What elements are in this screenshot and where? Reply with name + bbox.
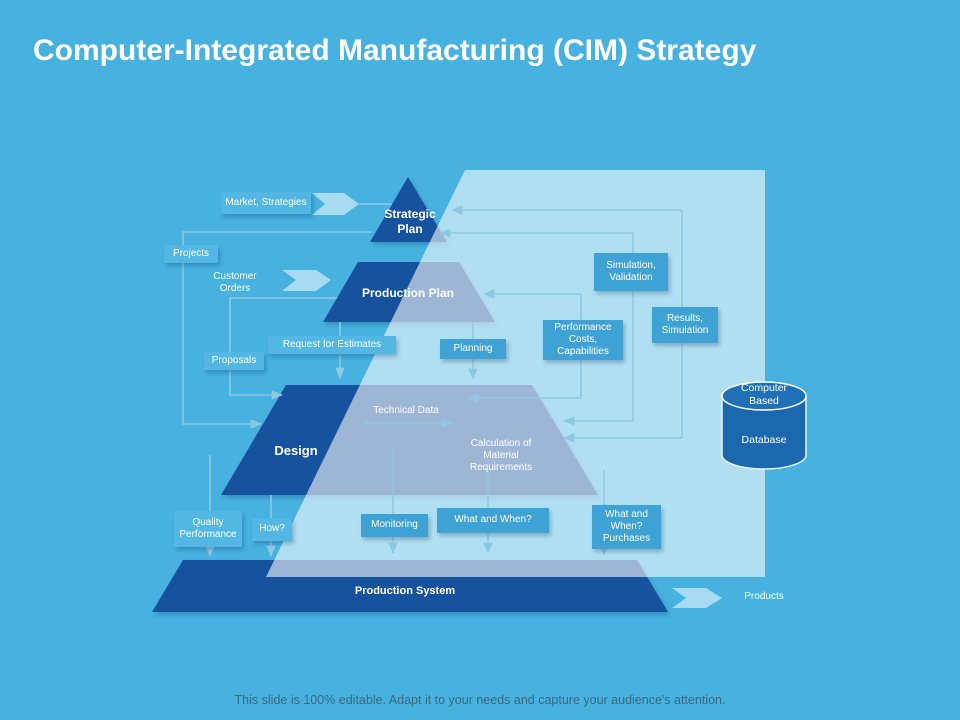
level-label-production-system: Production System bbox=[354, 585, 456, 598]
request-for-estimates-box: Request for Estimates bbox=[268, 336, 396, 354]
connector-loop-outer-return bbox=[563, 210, 683, 443]
planning-box: Planning bbox=[440, 339, 506, 359]
customer-orders-chevron-arrow-icon bbox=[282, 270, 331, 291]
proposals-box: Proposals bbox=[204, 352, 264, 370]
pyramid-level-strategic-plan-shape bbox=[370, 177, 447, 242]
database-top-label: Computer Based bbox=[740, 381, 788, 407]
connector-loop-inner-return bbox=[563, 233, 634, 426]
performance-costs-box: Performance Costs, Capabilities bbox=[543, 320, 623, 360]
simulation-validation-box: Simulation, Validation bbox=[594, 253, 668, 291]
page-title: Computer-Integrated Manufacturing (CIM) … bbox=[33, 34, 757, 67]
footer-note: This slide is 100% editable. Adapt it to… bbox=[234, 693, 726, 707]
connector-lines bbox=[182, 203, 683, 557]
connector-projects-loop bbox=[182, 231, 371, 429]
connector-customer-orders-loop bbox=[229, 297, 337, 400]
products-chevron-arrow-icon bbox=[672, 588, 722, 608]
level-label-design: Design bbox=[274, 442, 318, 458]
level-label-strategic-plan: Strategic Plan bbox=[384, 207, 436, 236]
database-body-label: Database bbox=[741, 433, 787, 446]
monitoring-box: Monitoring bbox=[361, 514, 428, 537]
database-cylinder-top bbox=[721, 381, 807, 411]
technical-data-label: Technical Data bbox=[373, 404, 439, 416]
what-and-when-box: What and When? bbox=[437, 508, 549, 533]
what-and-when-purchases-box: What and When? Purchases bbox=[592, 505, 661, 549]
projects-box: Projects bbox=[164, 245, 218, 263]
products-label: Products bbox=[744, 590, 784, 602]
results-simulation-box: Results, Simulation bbox=[652, 307, 718, 343]
quality-performance-box: Quality Performance bbox=[174, 511, 242, 547]
calculation-label: Calculation of Material Requirements bbox=[469, 437, 533, 474]
chevron-arrows bbox=[282, 193, 722, 608]
database-cylinder-body bbox=[721, 396, 807, 470]
market-chevron-arrow-icon bbox=[312, 193, 359, 215]
customer-orders-label: Customer Orders bbox=[213, 270, 257, 294]
database-cylinder-icon bbox=[721, 381, 807, 470]
market-strategies-box: Market, Strategies bbox=[221, 192, 311, 214]
level-label-production-plan: Production Plan bbox=[361, 285, 454, 300]
how-box: How? bbox=[252, 518, 292, 541]
